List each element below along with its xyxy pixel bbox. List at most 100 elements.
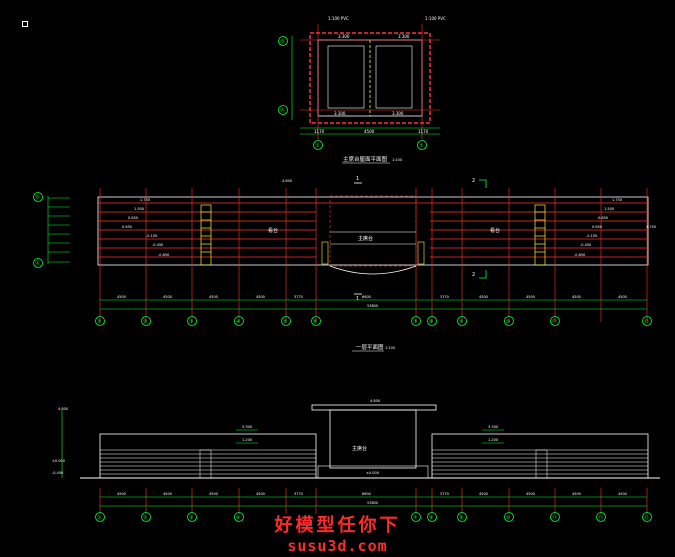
svg-text:Ⓐ: Ⓐ xyxy=(35,260,40,267)
svg-text:⑩: ⑩ xyxy=(506,515,511,521)
svg-text:Ⓐ: Ⓐ xyxy=(280,107,285,114)
svg-text:3770: 3770 xyxy=(440,492,449,496)
svg-text:4500: 4500 xyxy=(572,492,581,496)
svg-text:Ⓑ: Ⓑ xyxy=(280,38,285,45)
svg-text:4500: 4500 xyxy=(618,492,627,496)
floor-plan: Ⓑ Ⓐ xyxy=(33,176,656,352)
svg-text:⑦: ⑦ xyxy=(413,319,418,325)
svg-text:3.300: 3.300 xyxy=(392,111,404,116)
svg-text:1:100 PVC: 1:100 PVC xyxy=(425,16,446,21)
svg-text:4.800: 4.800 xyxy=(370,399,380,403)
svg-text:-0.150: -0.150 xyxy=(146,234,157,238)
svg-text:③: ③ xyxy=(189,515,193,521)
svg-text:⑪: ⑪ xyxy=(552,318,557,325)
svg-text:4500: 4500 xyxy=(209,295,218,299)
ucs-corner-box xyxy=(22,21,28,27)
svg-text:4500: 4500 xyxy=(572,295,581,299)
svg-text:⑧: ⑧ xyxy=(429,515,434,521)
svg-text:⑦: ⑦ xyxy=(419,143,424,149)
svg-text:4500: 4500 xyxy=(256,492,265,496)
svg-text:-0.650: -0.650 xyxy=(574,253,585,257)
svg-text:⑪: ⑪ xyxy=(598,514,603,521)
roof-plan: 1:100 PVC 1:100 PVC 3.300 3.300 3.300 3.… xyxy=(278,16,446,164)
svg-text:4.800: 4.800 xyxy=(282,179,292,183)
svg-text:-0.650: -0.650 xyxy=(158,253,169,257)
svg-text:4500: 4500 xyxy=(117,492,126,496)
watermark: 好模型任你下 susu3d.com xyxy=(270,515,405,557)
svg-text:±0.000: ±0.000 xyxy=(366,471,379,475)
svg-text:1.750: 1.750 xyxy=(612,198,622,202)
svg-text:1:100: 1:100 xyxy=(385,346,395,350)
svg-text:2: 2 xyxy=(472,272,475,278)
svg-text:3770: 3770 xyxy=(440,295,449,299)
svg-text:1170: 1170 xyxy=(314,129,325,134)
svg-text:3.300: 3.300 xyxy=(242,425,252,429)
svg-text:0.850: 0.850 xyxy=(128,216,138,220)
svg-text:3.300: 3.300 xyxy=(334,111,346,116)
svg-text:0.650: 0.650 xyxy=(592,225,602,229)
roof-plan-title: 主席台屋面平面图 xyxy=(343,155,388,163)
svg-text:1: 1 xyxy=(356,296,359,302)
svg-text:4500: 4500 xyxy=(526,295,535,299)
svg-text:1:100: 1:100 xyxy=(392,158,402,162)
svg-text:3770: 3770 xyxy=(294,295,303,299)
svg-text:①: ① xyxy=(315,143,320,149)
watermark-chinese-text: 好模型任你下 xyxy=(274,515,401,536)
svg-text:3.300: 3.300 xyxy=(488,425,498,429)
svg-text:⑨: ⑨ xyxy=(459,515,463,521)
svg-text:1: 1 xyxy=(356,176,359,182)
svg-text:①: ① xyxy=(97,515,102,521)
svg-text:⑪: ⑪ xyxy=(552,514,557,521)
svg-text:1.500: 1.500 xyxy=(604,207,614,211)
svg-text:Ⓑ: Ⓑ xyxy=(35,194,40,201)
svg-text:1.500: 1.500 xyxy=(134,207,144,211)
svg-text:6600: 6600 xyxy=(362,295,371,299)
svg-text:1.750: 1.750 xyxy=(646,225,656,229)
svg-text:③: ③ xyxy=(189,319,193,325)
svg-text:-0.150: -0.150 xyxy=(586,234,597,238)
svg-text:④: ④ xyxy=(236,319,241,325)
svg-text:4500: 4500 xyxy=(209,492,218,496)
svg-text:①: ① xyxy=(97,319,102,325)
svg-text:④: ④ xyxy=(236,515,241,521)
svg-text:⑫: ⑫ xyxy=(644,514,649,521)
svg-text:-0.450: -0.450 xyxy=(52,471,63,475)
svg-text:4500: 4500 xyxy=(479,295,488,299)
center-stage-label: 主席台 xyxy=(358,235,373,242)
svg-text:⑫: ⑫ xyxy=(644,318,649,325)
svg-text:4.800: 4.800 xyxy=(58,407,68,411)
svg-text:4500: 4500 xyxy=(163,295,172,299)
svg-text:1:100 PVC: 1:100 PVC xyxy=(328,16,349,21)
svg-text:1.200: 1.200 xyxy=(488,438,498,442)
svg-text:4500: 4500 xyxy=(364,129,375,134)
svg-text:3.300: 3.300 xyxy=(338,34,350,39)
svg-text:②: ② xyxy=(143,319,148,325)
svg-text:4500: 4500 xyxy=(618,295,627,299)
svg-text:②: ② xyxy=(143,515,148,521)
svg-text:⑧: ⑧ xyxy=(429,319,434,325)
svg-text:0.850: 0.850 xyxy=(598,216,608,220)
svg-text:4500: 4500 xyxy=(117,295,126,299)
svg-text:53800: 53800 xyxy=(367,501,378,505)
elevation-stage-label: 主席台 xyxy=(352,445,367,452)
left-stand-label: 看台 xyxy=(268,227,278,234)
svg-text:53800: 53800 xyxy=(367,304,378,308)
floor-plan-title: 一层平面图 xyxy=(356,343,384,351)
svg-text:4500: 4500 xyxy=(479,492,488,496)
elevation: 4.800 ±0.000 -0.450 主席台 4.800 3.300 xyxy=(52,399,660,522)
svg-text:⑤: ⑤ xyxy=(283,319,287,325)
svg-text:4500: 4500 xyxy=(526,492,535,496)
svg-text:⑩: ⑩ xyxy=(506,319,511,325)
watermark-url: susu3d.com xyxy=(287,537,388,555)
svg-text:3770: 3770 xyxy=(294,492,303,496)
svg-text:±0.000: ±0.000 xyxy=(52,459,65,463)
svg-text:4500: 4500 xyxy=(163,492,172,496)
svg-text:1.750: 1.750 xyxy=(140,198,150,202)
svg-text:1.200: 1.200 xyxy=(242,438,252,442)
svg-text:6600: 6600 xyxy=(362,492,371,496)
svg-text:⑨: ⑨ xyxy=(459,319,463,325)
svg-text:3.300: 3.300 xyxy=(398,34,410,39)
svg-text:0.650: 0.650 xyxy=(122,225,132,229)
svg-text:⑥: ⑥ xyxy=(313,319,318,325)
